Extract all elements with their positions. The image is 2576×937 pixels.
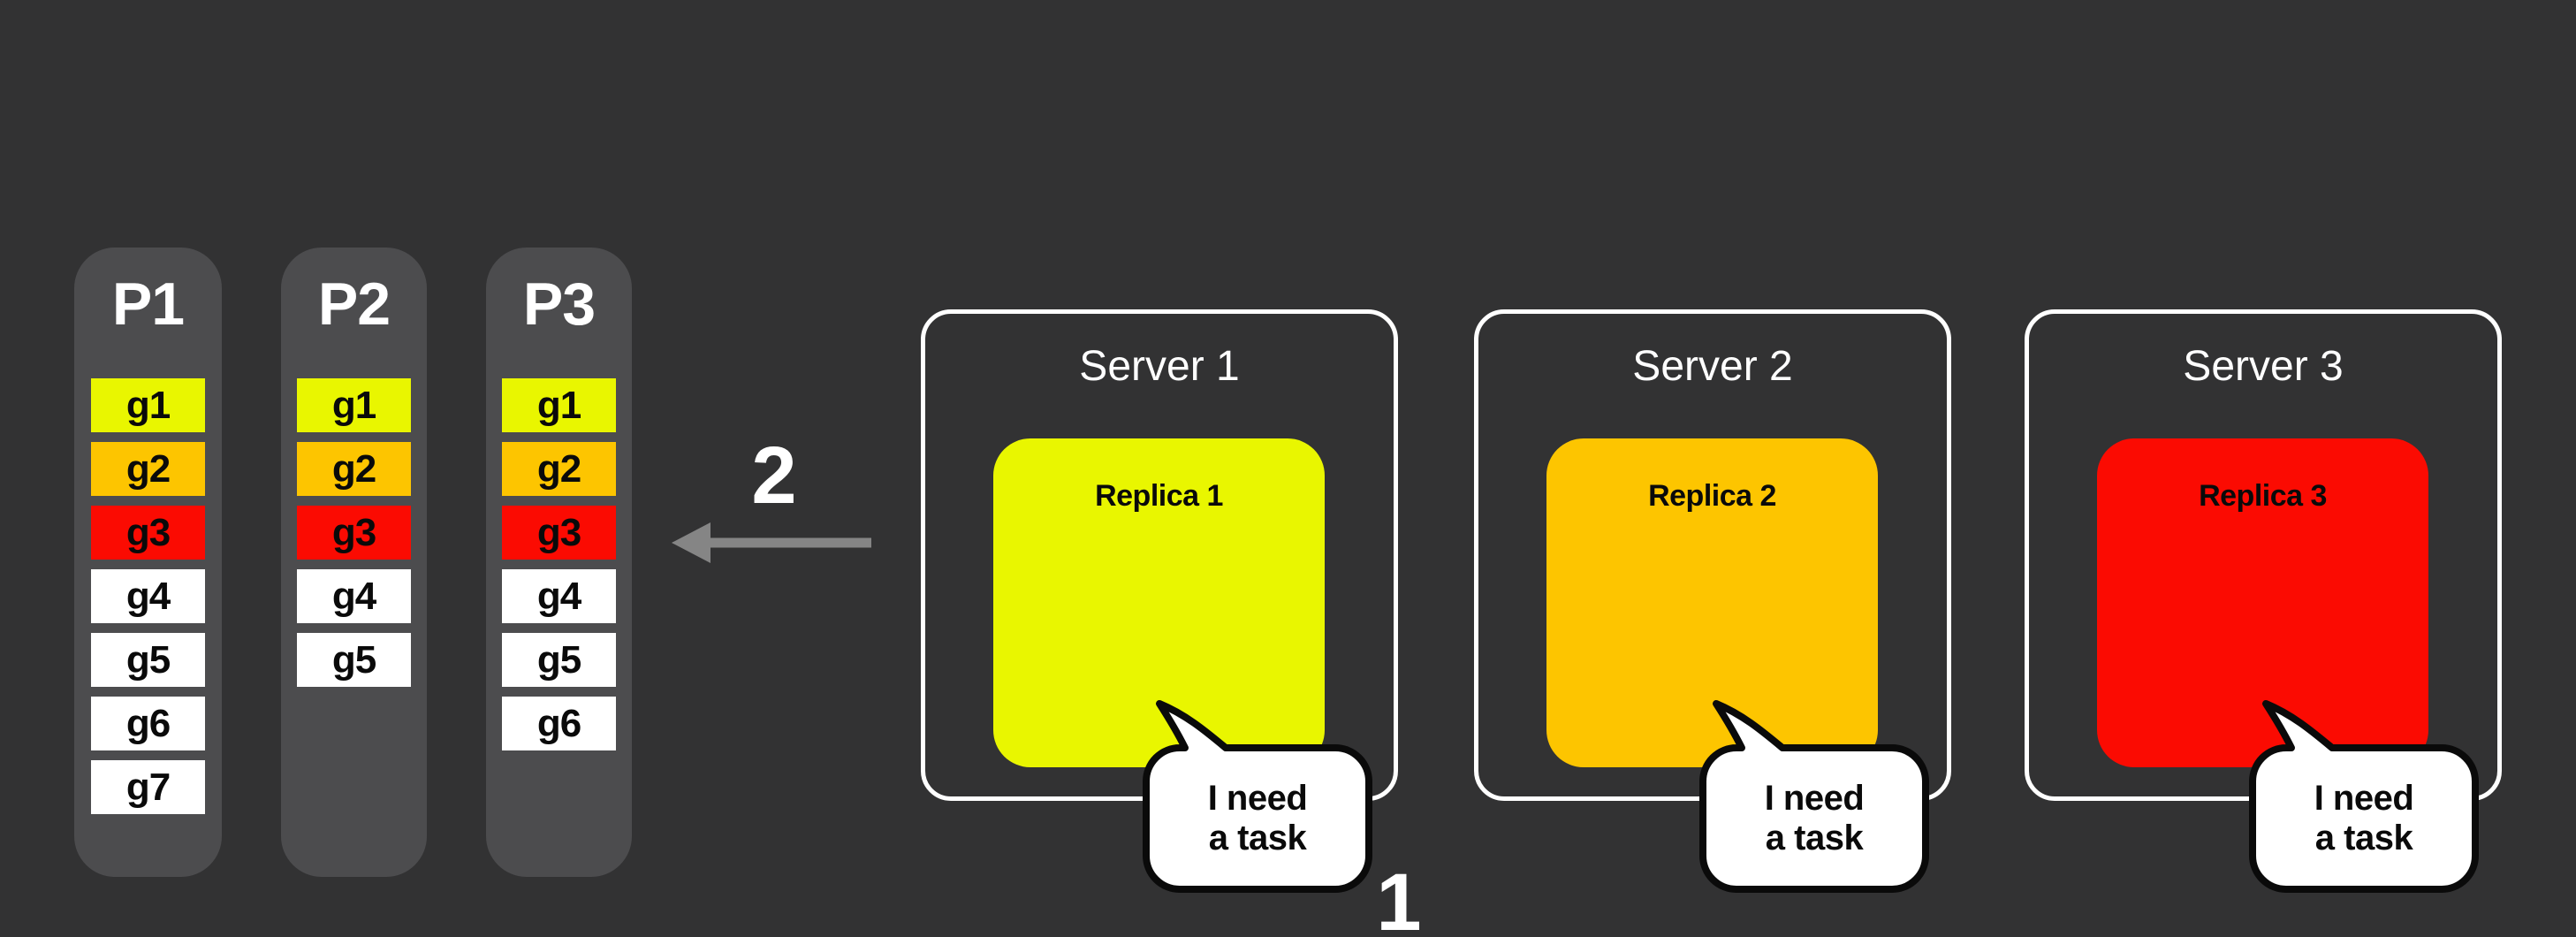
speech-line: I need <box>2314 779 2414 818</box>
step-2-label: 2 <box>751 430 797 521</box>
speech-bubble-icon <box>1143 700 1372 893</box>
server-1-title: Server 1 <box>1079 343 1240 390</box>
partition-p1-tasks: g1 g2 g3 g4 g5 g6 g7 <box>74 378 222 814</box>
speech-bubble-1-text: I need a task <box>1146 748 1369 889</box>
speech-bubble-1: I need a task <box>1139 689 1376 896</box>
partition-p3: P3 g1 g2 g3 g4 g5 g6 <box>486 248 632 877</box>
server-2-title: Server 2 <box>1632 343 1793 390</box>
speech-bubble-2-text: I need a task <box>1703 748 1926 889</box>
task-chip: g1 <box>297 378 411 432</box>
speech-line: I need <box>1764 779 1865 818</box>
task-chip: g4 <box>297 569 411 623</box>
partition-p1: P1 g1 g2 g3 g4 g5 g6 g7 <box>74 248 222 877</box>
task-chip: g5 <box>91 633 205 687</box>
speech-line: a task <box>1765 819 1864 857</box>
speech-bubble-icon <box>1699 700 1929 893</box>
replica-2-label: Replica 2 <box>1648 479 1776 513</box>
task-chip: g5 <box>297 633 411 687</box>
partition-p2-title: P2 <box>317 270 391 338</box>
replica-1-label: Replica 1 <box>1095 479 1223 513</box>
speech-bubble-3-text: I need a task <box>2253 748 2475 889</box>
task-chip: g1 <box>502 378 616 432</box>
task-chip: g2 <box>91 442 205 496</box>
partition-p3-tasks: g1 g2 g3 g4 g5 g6 <box>486 378 632 750</box>
task-chip: g2 <box>297 442 411 496</box>
task-chip: g5 <box>502 633 616 687</box>
replica-1: Replica 1 <box>993 438 1325 767</box>
partition-p2: P2 g1 g2 g3 g4 g5 <box>281 248 427 877</box>
task-chip: g3 <box>91 506 205 560</box>
task-chip: g4 <box>91 569 205 623</box>
speech-bubble-3: I need a task <box>2245 689 2482 896</box>
task-chip: g2 <box>502 442 616 496</box>
replica-3-label: Replica 3 <box>2199 479 2327 513</box>
partition-p1-title: P1 <box>111 270 185 338</box>
task-chip: g1 <box>91 378 205 432</box>
step-1-label: 1 <box>1376 857 1422 937</box>
speech-line: a task <box>2314 819 2413 857</box>
speech-line: a task <box>1208 819 1307 857</box>
task-chip: g6 <box>91 697 205 750</box>
partition-p3-title: P3 <box>522 270 596 338</box>
partition-p2-tasks: g1 g2 g3 g4 g5 <box>281 378 427 687</box>
task-chip: g4 <box>502 569 616 623</box>
left-arrow-icon <box>670 520 873 566</box>
task-chip: g3 <box>502 506 616 560</box>
server-3-title: Server 3 <box>2183 343 2344 390</box>
server-3-box: Server 3 Replica 3 <box>2025 309 2502 801</box>
task-chip: g7 <box>91 760 205 814</box>
replica-2: Replica 2 <box>1546 438 1878 767</box>
task-chip: g6 <box>502 697 616 750</box>
speech-bubble-icon <box>2249 700 2479 893</box>
server-1-box: Server 1 Replica 1 <box>921 309 1398 801</box>
replica-3: Replica 3 <box>2097 438 2428 767</box>
speech-bubble-2: I need a task <box>1696 689 1933 896</box>
speech-line: I need <box>1207 779 1308 818</box>
task-chip: g3 <box>297 506 411 560</box>
